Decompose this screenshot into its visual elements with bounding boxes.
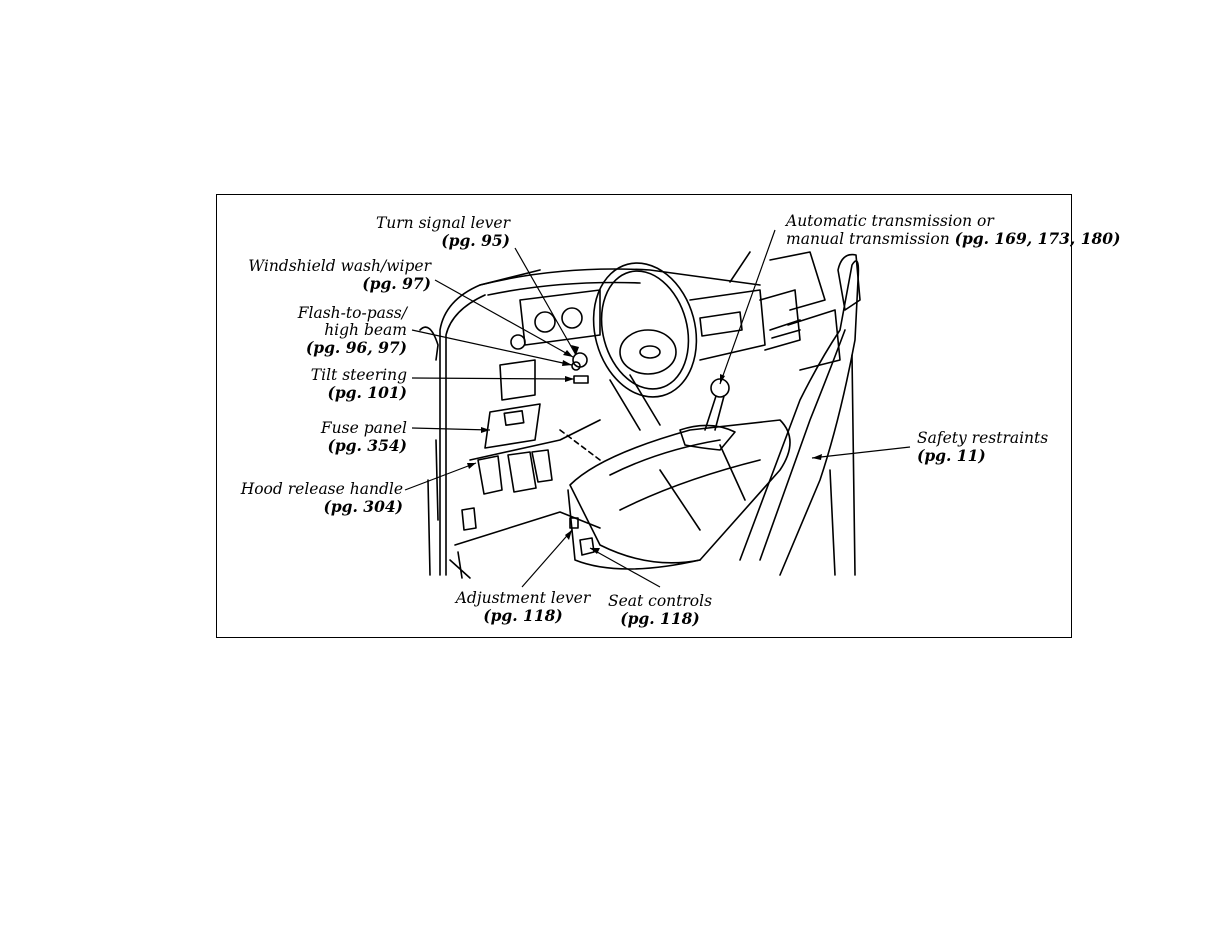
- arrow-seat: [590, 548, 600, 554]
- leader-tilt: [411, 377, 575, 380]
- pedal-left: [477, 455, 503, 495]
- floor-line: [449, 551, 471, 579]
- arrow-fuse: [481, 427, 490, 433]
- arrow-adjust: [565, 530, 572, 540]
- seat-back-inner: [759, 329, 846, 561]
- leader-windshield: [434, 279, 574, 358]
- vent-right: [769, 319, 801, 339]
- seat-cushion: [569, 419, 791, 564]
- pedal-right: [531, 449, 553, 483]
- diagram-frame: [216, 194, 1072, 638]
- arrow-flash: [562, 360, 572, 366]
- dash-top-inner: [487, 281, 641, 296]
- windshield-pillar-right: [729, 251, 751, 283]
- leader-hood: [404, 462, 477, 491]
- glovebox: [759, 289, 801, 351]
- airbag-logo: [639, 345, 661, 359]
- gauge-left: [534, 311, 556, 333]
- pedal-mid: [507, 451, 537, 493]
- label-tilt-steering: Tilt steering (pg. 101): [310, 366, 407, 402]
- seat-cushion-seam3: [659, 444, 746, 531]
- leader-transmission: [719, 229, 776, 385]
- arrow-turn: [571, 345, 579, 355]
- leader-turn-signal: [514, 247, 577, 356]
- label-adjustment-lever: Adjustment lever (pg. 118): [455, 589, 591, 625]
- flash-knob: [571, 361, 581, 371]
- gauge-small: [510, 334, 526, 350]
- arrow-tilt: [565, 376, 574, 382]
- label-safety-restraints: Safety restraints (pg. 11): [917, 429, 1049, 465]
- radio: [699, 311, 743, 337]
- door-lower: [427, 439, 439, 576]
- label-windshield: Windshield wash/wiper (pg. 97): [248, 257, 431, 293]
- label-fuse-panel: Fuse panel (pg. 354): [320, 419, 407, 455]
- leader-adjust: [521, 529, 573, 588]
- door-right-panel: [787, 309, 841, 371]
- floor-mat: [454, 511, 601, 546]
- tilt-lever: [573, 375, 589, 384]
- arrow-hood: [467, 463, 476, 469]
- dash-right: [689, 289, 766, 361]
- left-vent: [499, 359, 536, 401]
- steering-column: [609, 374, 661, 431]
- dash-top: [479, 268, 761, 286]
- door-right: [769, 251, 826, 311]
- seat-cushion-seam2: [619, 459, 761, 511]
- steering-wheel-inner: [600, 270, 690, 390]
- label-flash-to-pass: Flash-to-pass/ high beam (pg. 96, 97): [297, 304, 407, 357]
- arrow-trans: [720, 374, 725, 384]
- door-frame-left: [439, 269, 541, 576]
- fuse-panel-slot: [503, 410, 525, 426]
- instrument-cluster: [519, 289, 601, 346]
- floor-dash: [559, 429, 601, 461]
- gauge-right: [561, 307, 583, 329]
- transmission-page: (pg. 169, 173, 180): [954, 229, 1121, 248]
- adjustment-lever-knob: [569, 517, 579, 529]
- fuse-panel-cover: [484, 403, 541, 449]
- label-seat-controls: Seat controls (pg. 118): [607, 592, 713, 628]
- leader-safety: [811, 446, 911, 459]
- leader-fuse: [411, 427, 491, 431]
- label-hood-release: Hood release handle (pg. 304): [240, 480, 403, 516]
- steering-hub: [619, 329, 677, 375]
- headrest: [837, 253, 861, 311]
- seat-control-box: [579, 537, 595, 556]
- leader-seat: [589, 547, 661, 588]
- gear-stick: [704, 395, 725, 431]
- label-transmission: Automatic transmission or manual transmi…: [786, 212, 1121, 248]
- door-edge: [419, 326, 439, 361]
- seat-back: [739, 260, 860, 576]
- seat-skirt: [567, 489, 701, 570]
- lower-dash-edge: [469, 419, 601, 461]
- seat-cushion-seam1: [609, 439, 721, 476]
- transmission-line2: manual transmission: [786, 230, 950, 248]
- leader-flash: [411, 329, 573, 366]
- steering-wheel: [592, 262, 698, 398]
- door-frame-left-inner: [445, 294, 486, 576]
- dead-pedal: [461, 507, 477, 531]
- arrow-safety: [812, 454, 822, 460]
- arrow-wind: [563, 350, 573, 357]
- label-turn-signal: Turn signal lever (pg. 95): [375, 214, 510, 250]
- seat-back-rear: [829, 354, 856, 576]
